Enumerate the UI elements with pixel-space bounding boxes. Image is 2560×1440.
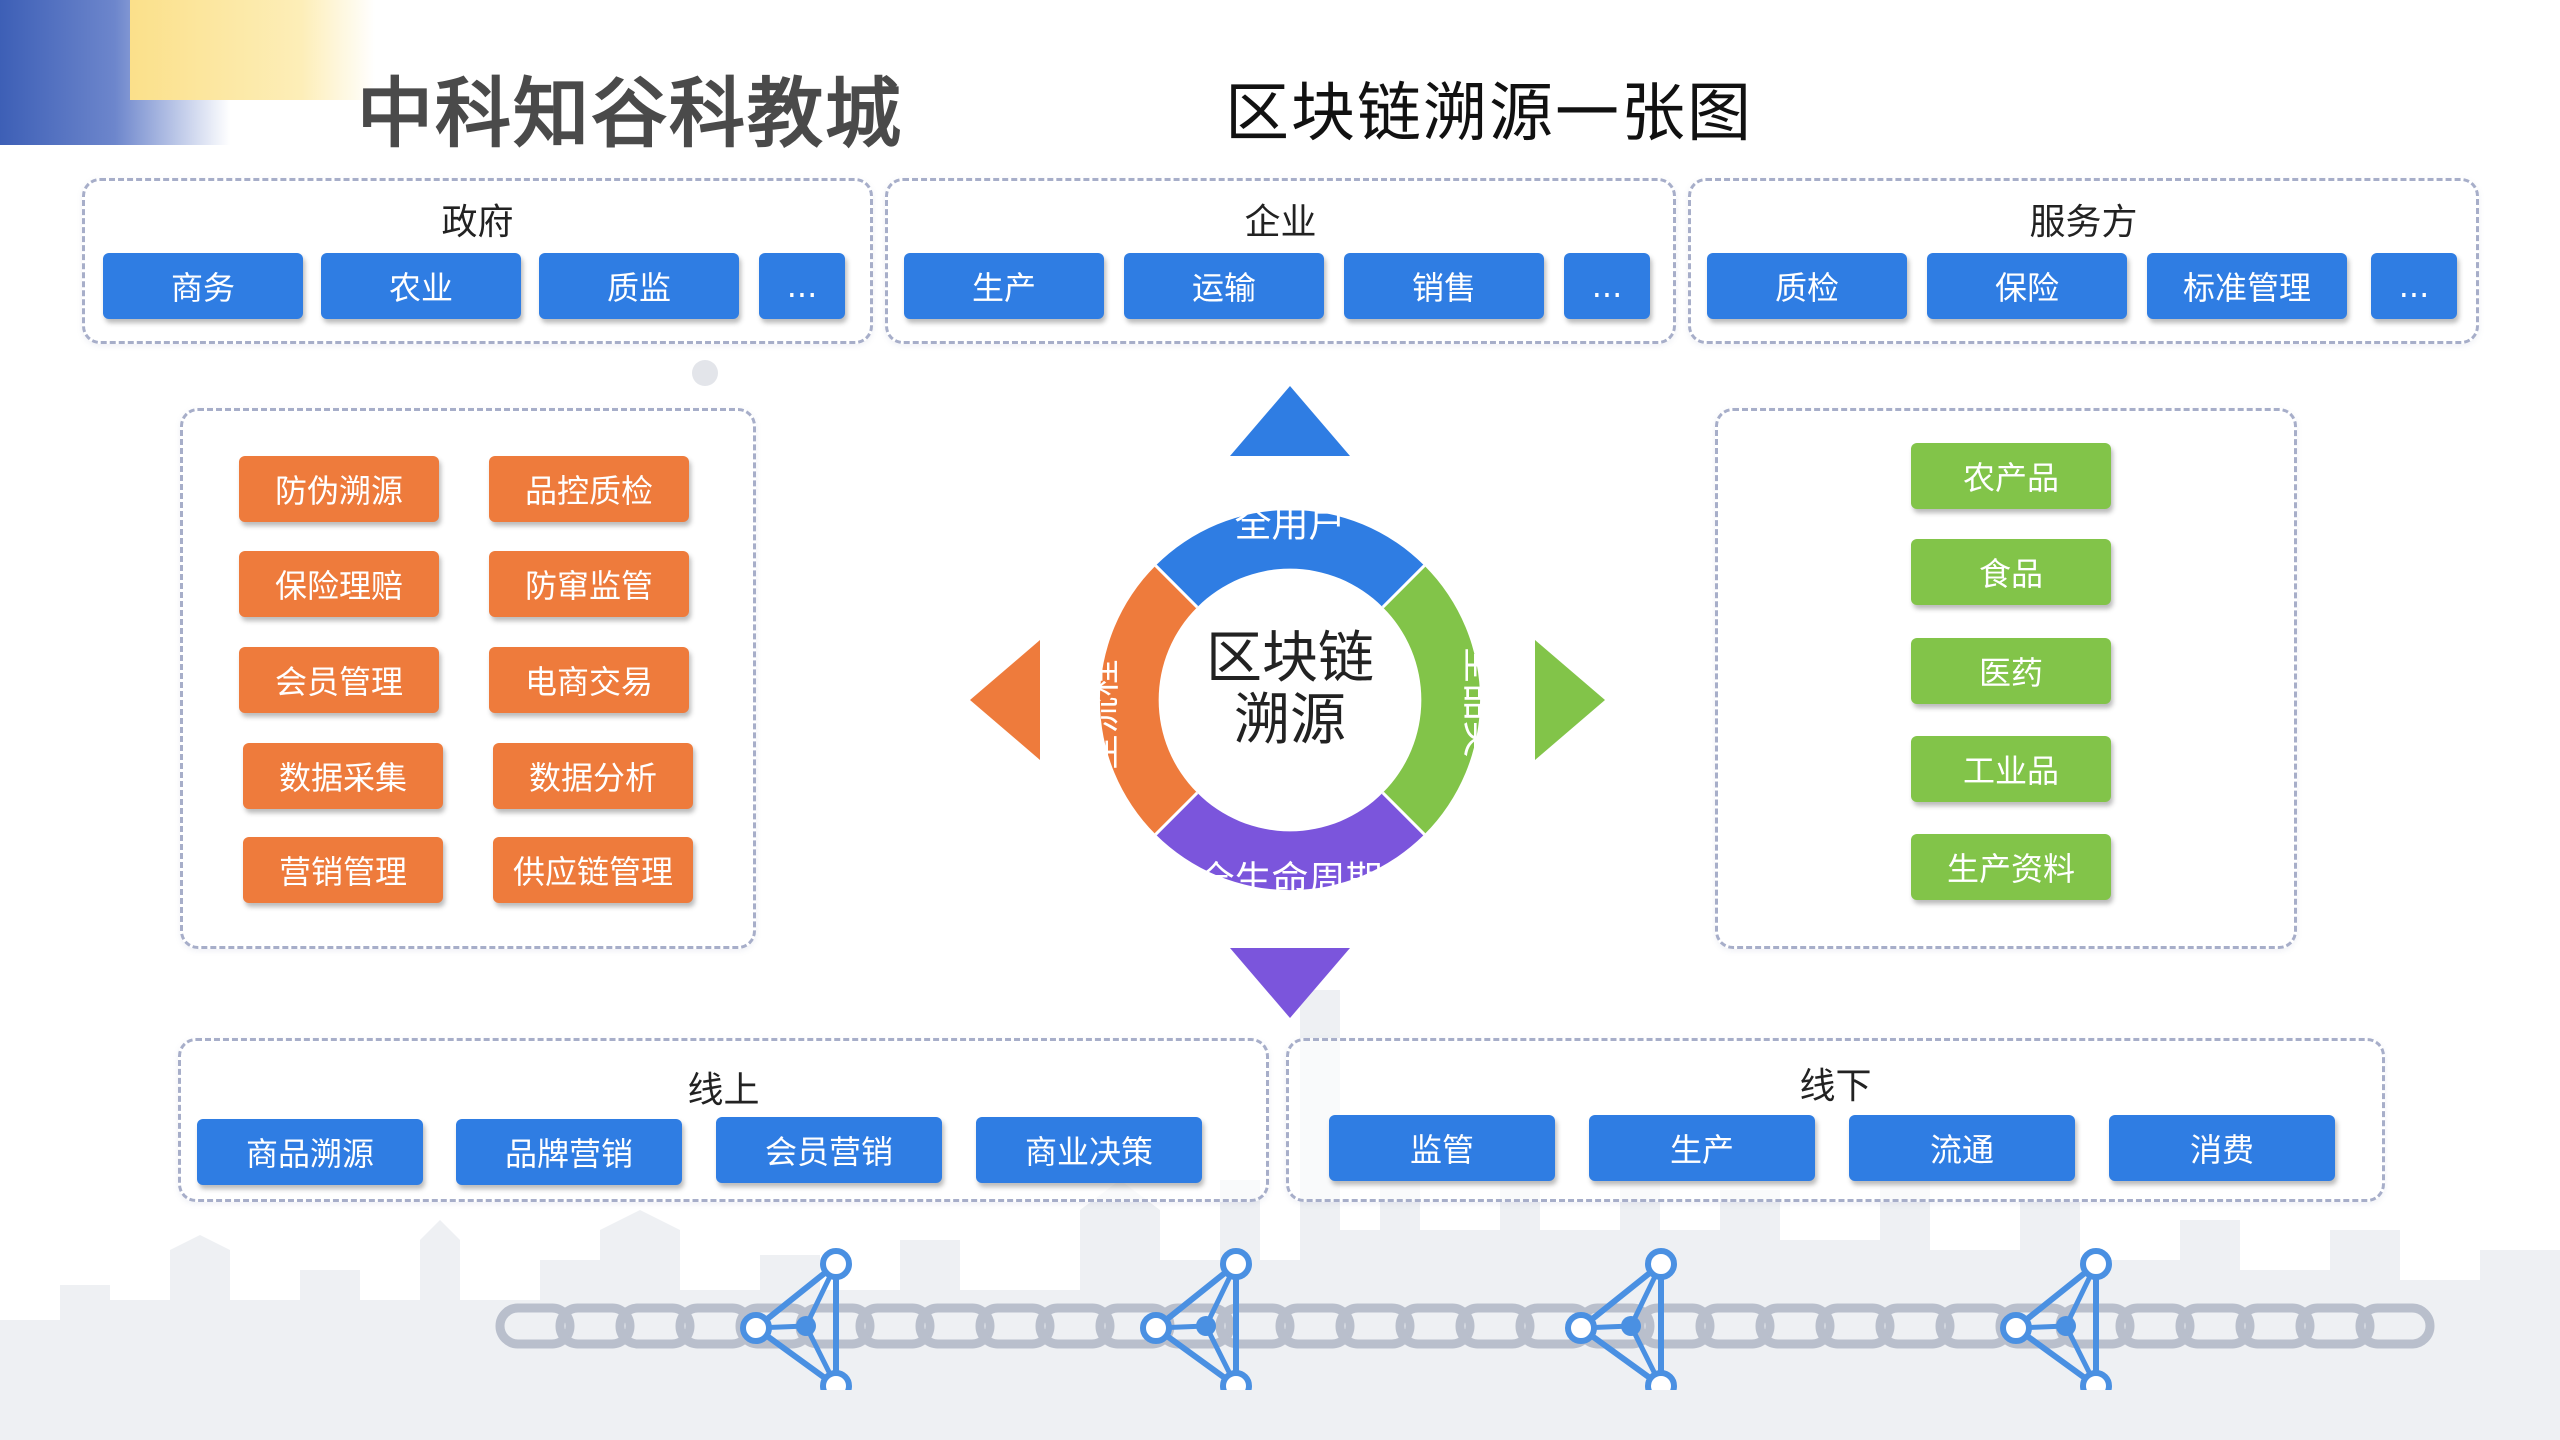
chain-link xyxy=(555,1303,635,1349)
arrow-down-icon xyxy=(1230,948,1350,1018)
chain-link xyxy=(975,1303,1055,1349)
page-title: 区块链溯源一张图 xyxy=(1225,77,1753,151)
function-quality-control[interactable]: 品控质检 xyxy=(489,456,689,522)
online-item-brand-marketing[interactable]: 品牌营销 xyxy=(456,1119,682,1185)
blockchain-node-icon xyxy=(1140,1248,1252,1390)
gov-item-more[interactable]: ... xyxy=(759,253,845,319)
function-data-collection[interactable]: 数据采集 xyxy=(243,743,443,809)
function-ecommerce[interactable]: 电商交易 xyxy=(489,647,689,713)
ent-item-more[interactable]: ... xyxy=(1564,253,1650,319)
category-panel: 农产品 食品 医药 工业品 生产资料 xyxy=(1715,408,2297,949)
chain-link xyxy=(2295,1303,2375,1349)
ent-item-transport[interactable]: 运输 xyxy=(1124,253,1324,319)
group-online-title: 线上 xyxy=(687,1070,760,1111)
blockchain-node-icon xyxy=(1565,1248,1677,1390)
offline-item-supervision[interactable]: 监管 xyxy=(1329,1115,1555,1181)
center-title-line2: 溯源 xyxy=(1234,688,1346,753)
ring-segment-top xyxy=(1155,509,1425,608)
chain-link xyxy=(2235,1303,2315,1349)
group-offline: 线下 监管 生产 流通 消费 xyxy=(1286,1038,2385,1202)
arrow-right-icon xyxy=(1535,640,1605,760)
svc-item-standard-management[interactable]: 标准管理 xyxy=(2147,253,2347,319)
gov-item-commerce[interactable]: 商务 xyxy=(103,253,303,319)
ring-label-full-lifecycle: 全生命周期 xyxy=(1198,859,1383,902)
ent-item-production[interactable]: 生产 xyxy=(904,253,1104,319)
ent-item-sales[interactable]: 销售 xyxy=(1344,253,1544,319)
offline-item-circulation[interactable]: 流通 xyxy=(1849,1115,2075,1181)
group-offline-title: 线下 xyxy=(1799,1066,1872,1107)
blockchain-node-icon xyxy=(740,1248,852,1390)
group-government-title: 政府 xyxy=(441,202,514,243)
group-service-title: 服务方 xyxy=(2029,202,2138,243)
offline-item-consumption[interactable]: 消费 xyxy=(2109,1115,2335,1181)
ring-segment-right xyxy=(1382,565,1481,835)
ring-segment-left xyxy=(1099,565,1198,835)
function-data-analysis[interactable]: 数据分析 xyxy=(493,743,693,809)
gov-item-quality-supervision[interactable]: 质监 xyxy=(539,253,739,319)
ring-label-all-categories: 全品类 xyxy=(1459,647,1502,758)
brand-name: 中科知谷科教城 xyxy=(357,69,903,158)
chain-link xyxy=(855,1303,935,1349)
chain-link xyxy=(1215,1303,1295,1349)
svc-item-more[interactable]: ... xyxy=(2371,253,2457,319)
chain-link xyxy=(1755,1303,1835,1349)
blockchain-chain-decoration xyxy=(495,1248,2435,1390)
center-title-line1: 区块链 xyxy=(1206,626,1374,691)
chain-link xyxy=(2115,1303,2195,1349)
ring-label-all-users: 全用户 xyxy=(1235,503,1346,546)
svc-item-insurance[interactable]: 保险 xyxy=(1927,253,2127,319)
category-agricultural-products[interactable]: 农产品 xyxy=(1911,443,2111,509)
header-yellow-decoration xyxy=(130,0,375,100)
function-marketing-management[interactable]: 营销管理 xyxy=(243,837,443,903)
arrow-up-icon xyxy=(1230,386,1350,456)
ring-segment-bottom xyxy=(1155,792,1425,891)
blockchain-ring-diagram: 全用户 全品类 全生命周期 全流程 区块链 溯源 xyxy=(970,386,1605,1018)
group-government: 政府 商务 农业 质监 ... xyxy=(82,178,873,344)
chain-link xyxy=(2355,1303,2435,1349)
arrow-left-icon xyxy=(970,640,1040,760)
gov-item-agriculture[interactable]: 农业 xyxy=(321,253,521,319)
online-item-business-decision[interactable]: 商业决策 xyxy=(976,1117,1202,1183)
group-enterprise: 企业 生产 运输 销售 ... xyxy=(885,178,1676,344)
chain-link xyxy=(1455,1303,1535,1349)
chain-link xyxy=(2175,1303,2255,1349)
function-supply-chain[interactable]: 供应链管理 xyxy=(493,837,693,903)
group-enterprise-title: 企业 xyxy=(1244,202,1317,243)
chain-link xyxy=(495,1303,575,1349)
category-food[interactable]: 食品 xyxy=(1911,539,2111,605)
chain-link xyxy=(1875,1303,1955,1349)
category-medicine[interactable]: 医药 xyxy=(1911,638,2111,704)
online-item-product-trace[interactable]: 商品溯源 xyxy=(197,1119,423,1185)
function-anti-diversion[interactable]: 防窜监管 xyxy=(489,551,689,617)
function-insurance-claims[interactable]: 保险理赔 xyxy=(239,551,439,617)
chain-link xyxy=(1815,1303,1895,1349)
chain-link xyxy=(1035,1303,1115,1349)
group-service-provider: 服务方 质检 保险 标准管理 ... xyxy=(1688,178,2479,344)
group-online: 线上 商品溯源 品牌营销 会员营销 商业决策 xyxy=(178,1038,1269,1202)
chain-link xyxy=(1335,1303,1415,1349)
blockchain-node-icon xyxy=(2000,1248,2112,1390)
function-anti-counterfeit-trace[interactable]: 防伪溯源 xyxy=(239,456,439,522)
category-production-materials[interactable]: 生产资料 xyxy=(1911,834,2111,900)
ring-label-full-process: 全流程 xyxy=(1081,660,1124,771)
chain-link xyxy=(915,1303,995,1349)
chain-link xyxy=(1695,1303,1775,1349)
chain-link xyxy=(1395,1303,1475,1349)
svc-item-inspection[interactable]: 质检 xyxy=(1707,253,1907,319)
function-member-management[interactable]: 会员管理 xyxy=(239,647,439,713)
chain-link xyxy=(615,1303,695,1349)
offline-item-production[interactable]: 生产 xyxy=(1589,1115,1815,1181)
category-industrial-products[interactable]: 工业品 xyxy=(1911,736,2111,802)
online-item-member-marketing[interactable]: 会员营销 xyxy=(716,1117,942,1183)
function-panel: 防伪溯源 品控质检 保险理赔 防窜监管 会员管理 电商交易 数据采集 数据分析 … xyxy=(180,408,756,949)
chain-link xyxy=(1275,1303,1355,1349)
